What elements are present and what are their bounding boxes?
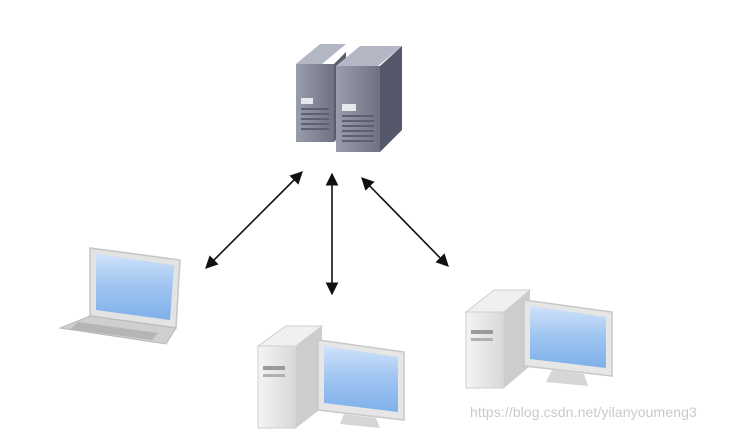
server-rack-icon — [296, 44, 402, 152]
watermark-url: https://blog.csdn.net/yilanyoumeng3 — [470, 404, 697, 420]
desktop-computer-icon — [256, 325, 405, 429]
connection-arrow-desktop-right — [361, 177, 449, 267]
desktop-computer-icon — [464, 289, 613, 389]
connection-arrow-laptop — [205, 171, 303, 269]
laptop-icon — [58, 247, 181, 345]
